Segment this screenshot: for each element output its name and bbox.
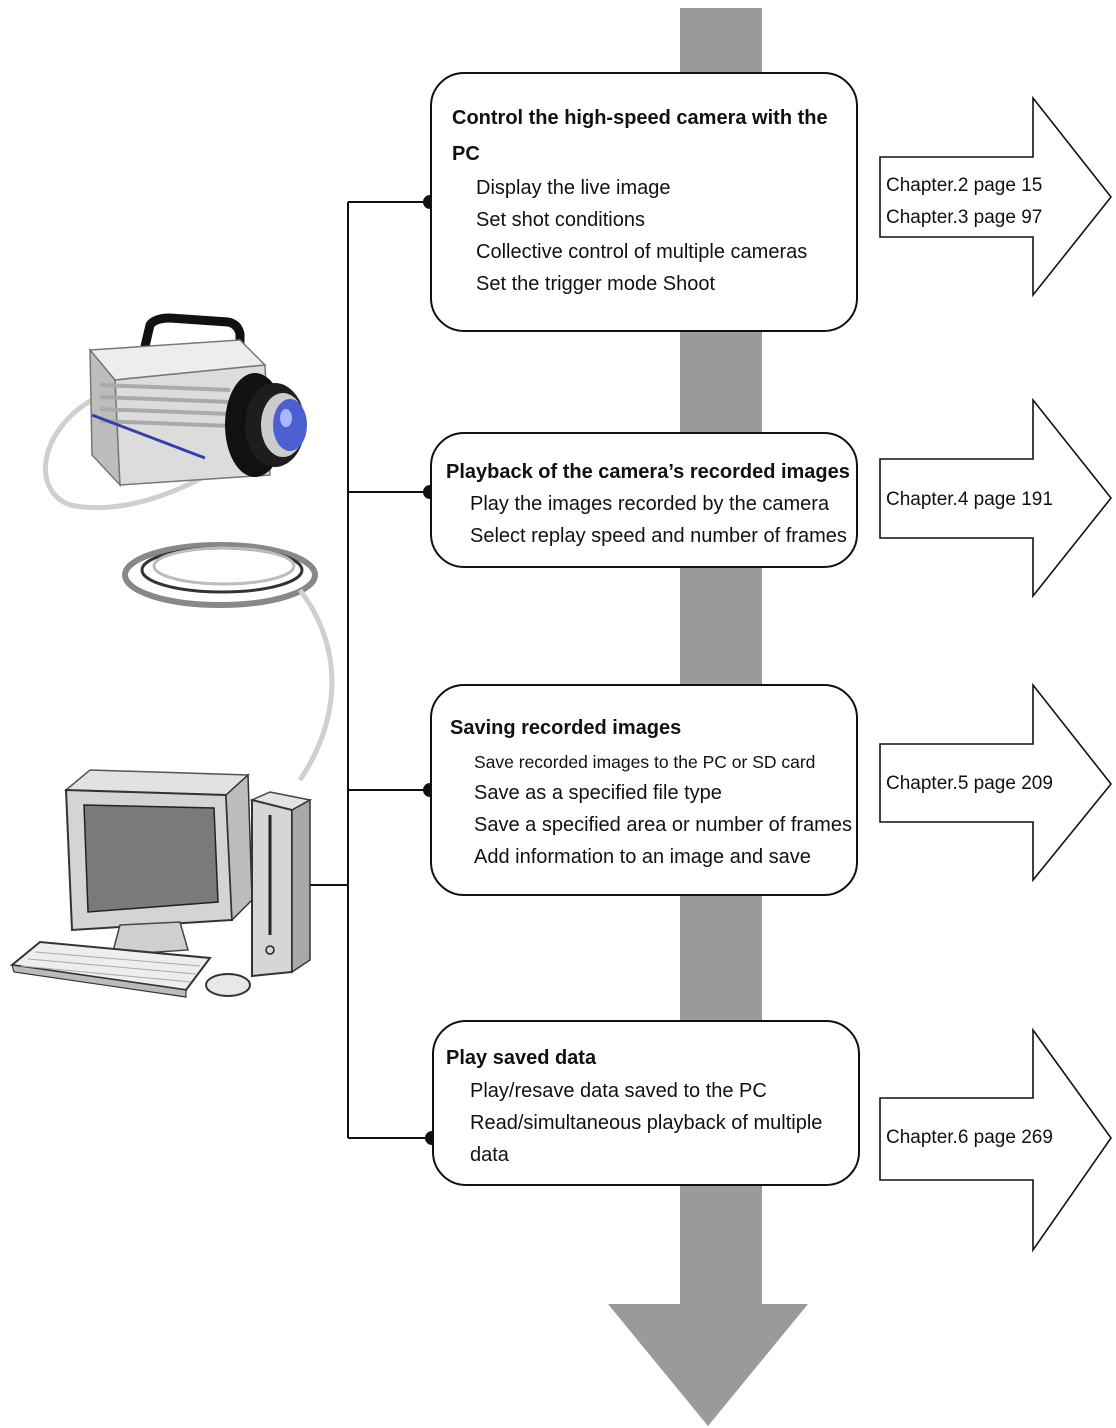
chapter-arrow-4 xyxy=(879,1027,1112,1253)
step-title: Saving recorded images xyxy=(450,717,682,739)
connector-lines xyxy=(310,201,432,1139)
connector-dots xyxy=(423,195,439,1145)
step-item: Set shot conditions xyxy=(476,209,645,231)
step-item: Play/resave data saved to the PC xyxy=(470,1080,767,1102)
step-item: Select replay speed and number of frames xyxy=(470,525,847,547)
step-item: Read/simultaneous playback of multiple xyxy=(470,1112,823,1134)
chapter-ref: Chapter.6 page 269 xyxy=(886,1127,1053,1148)
step-title-cont: PC xyxy=(452,143,480,165)
step-item: Save as a specified file type xyxy=(474,782,722,804)
chapter-ref: Chapter.5 page 209 xyxy=(886,773,1053,794)
step-box-saving: Saving recorded images Save recorded ima… xyxy=(430,684,858,896)
step-item: Collective control of multiple cameras xyxy=(476,241,808,263)
chapter-ref: Chapter.4 page 191 xyxy=(886,489,1053,510)
step-box-playback: Playback of the camera’s recorded images… xyxy=(430,432,858,568)
step-item: Save a specified area or number of frame… xyxy=(474,814,852,836)
chapter-arrow-3 xyxy=(879,682,1113,883)
step-title: Playback of the camera’s recorded images xyxy=(446,461,850,483)
step-item: Add information to an image and save xyxy=(474,846,811,868)
camera-illustration xyxy=(43,313,335,782)
chapter-arrow-2 xyxy=(879,397,1113,599)
step-item: data xyxy=(470,1144,509,1166)
pc-illustration xyxy=(9,769,313,998)
step-item: Save recorded images to the PC or SD car… xyxy=(474,752,816,772)
step-box-camera-control: Control the high-speed camera with the P… xyxy=(430,72,858,332)
chapter-arrow-1 xyxy=(879,95,1113,298)
step-item: Set the trigger mode Shoot xyxy=(476,273,716,295)
step-item: Play the images recorded by the camera xyxy=(470,493,830,515)
step-item: Display the live image xyxy=(476,177,671,199)
step-box-saved-data: Play saved data Play/resave data saved t… xyxy=(432,1020,860,1186)
step-title: Control the high-speed camera with the xyxy=(452,107,828,129)
chapter-ref: Chapter.2 page 15 xyxy=(886,175,1043,196)
chapter-ref: Chapter.3 page 97 xyxy=(886,207,1043,228)
step-title: Play saved data xyxy=(446,1047,597,1069)
